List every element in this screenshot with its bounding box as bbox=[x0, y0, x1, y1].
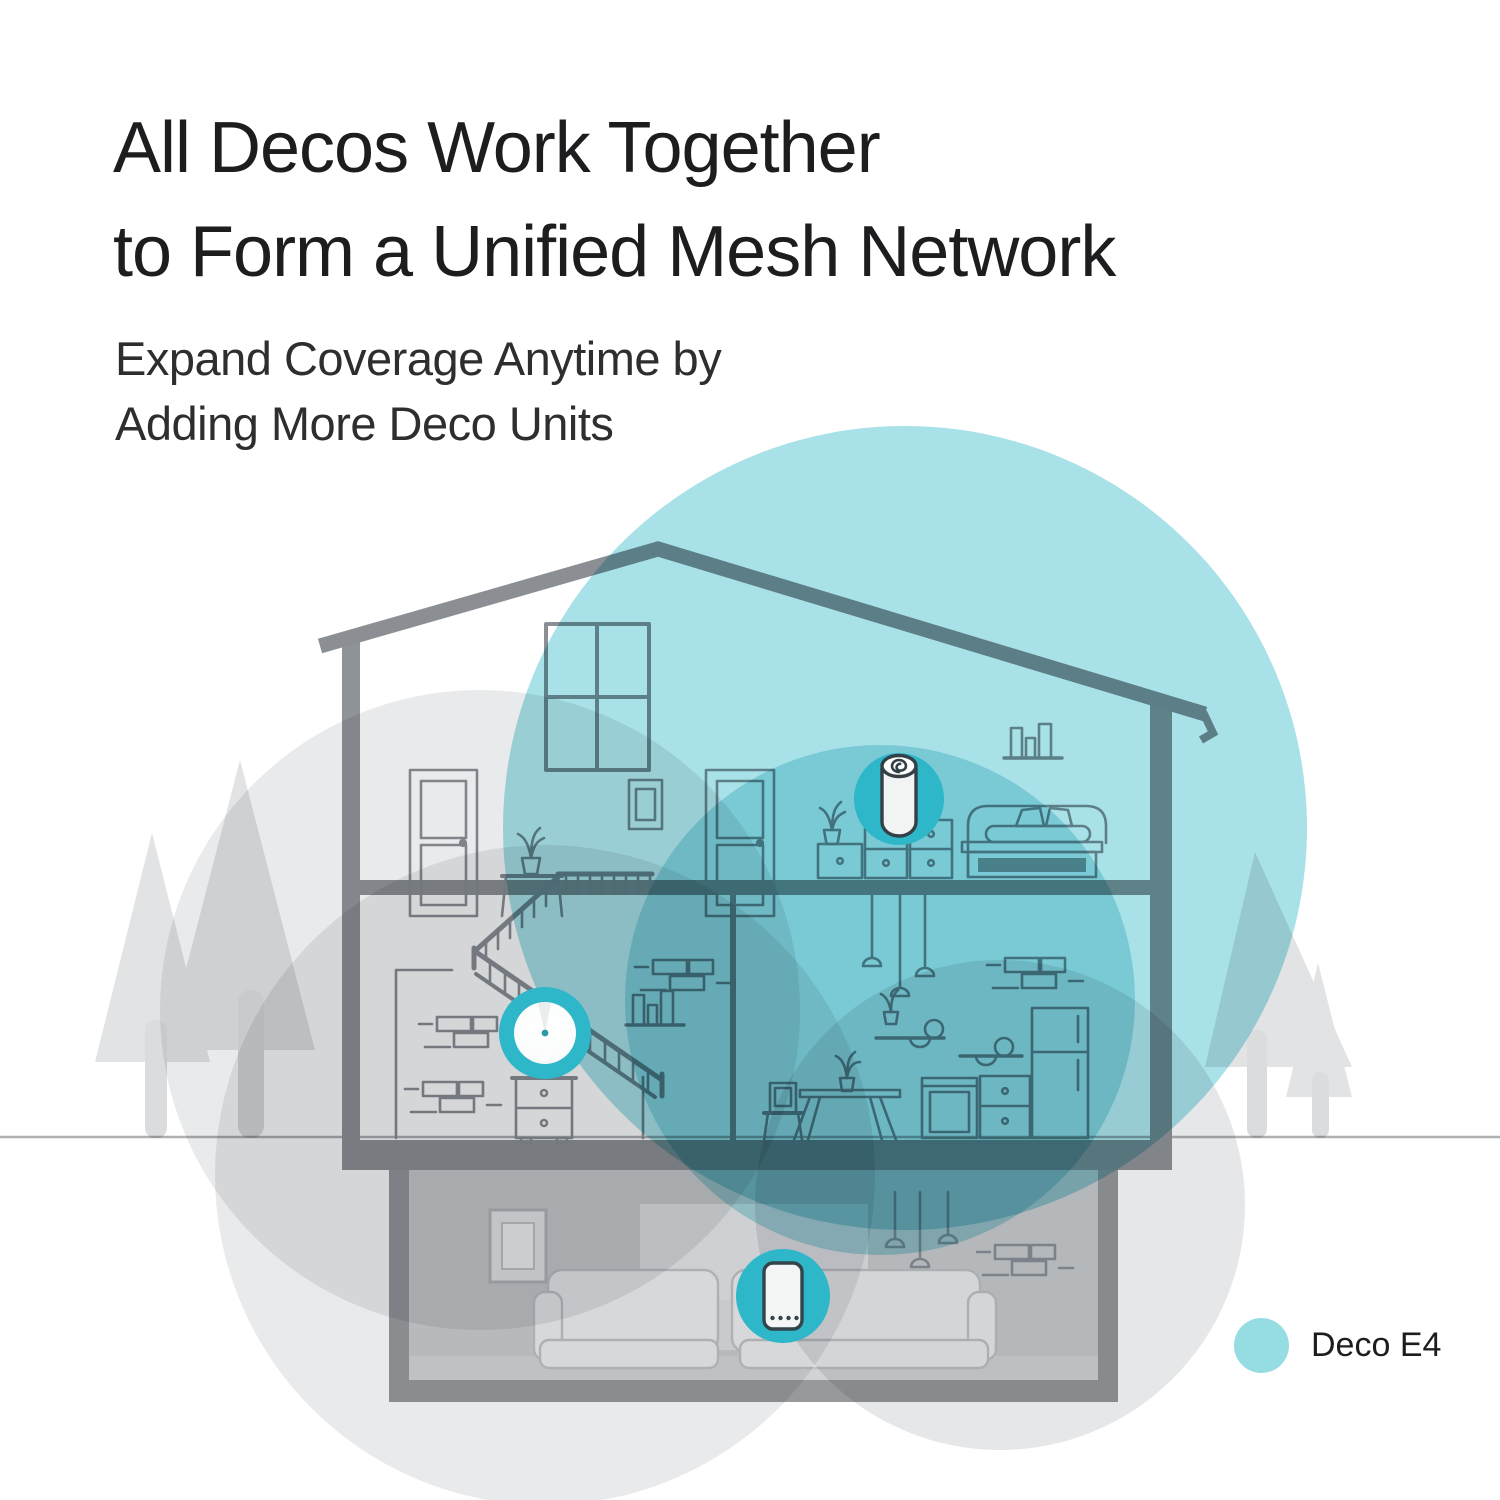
pine-tree-icon bbox=[1286, 963, 1352, 1097]
tree-trunk bbox=[145, 1020, 167, 1138]
deco-round-icon bbox=[514, 1002, 576, 1064]
tree-trunk bbox=[1312, 1072, 1329, 1138]
deco-unit-basement bbox=[736, 1249, 830, 1343]
tree-trunk bbox=[1247, 1030, 1267, 1138]
legend-swatch-circle bbox=[1234, 1318, 1289, 1373]
subtitle-line-2: Adding More Deco Units bbox=[115, 397, 614, 450]
title-line-1: All Decos Work Together bbox=[113, 108, 881, 188]
deco-cylinder-icon bbox=[880, 753, 918, 838]
page-subtitle: Expand Coverage Anytime by Adding More D… bbox=[115, 326, 722, 456]
deco-unit-middle bbox=[499, 987, 591, 1079]
legend: Deco E4 bbox=[1234, 1318, 1441, 1373]
subtitle-line-1: Expand Coverage Anytime by bbox=[115, 332, 722, 385]
title-line-2: to Form a Unified Mesh Network bbox=[113, 212, 1116, 292]
deco-front-icon bbox=[762, 1261, 804, 1331]
deco-unit-upper bbox=[854, 753, 944, 845]
coverage-circle-teal-secondary bbox=[625, 745, 1135, 1255]
legend-label: Deco E4 bbox=[1311, 1326, 1442, 1364]
coverage-circles bbox=[160, 426, 1307, 1500]
page-title: All Decos Work Together to Form a Unifie… bbox=[113, 96, 1116, 304]
